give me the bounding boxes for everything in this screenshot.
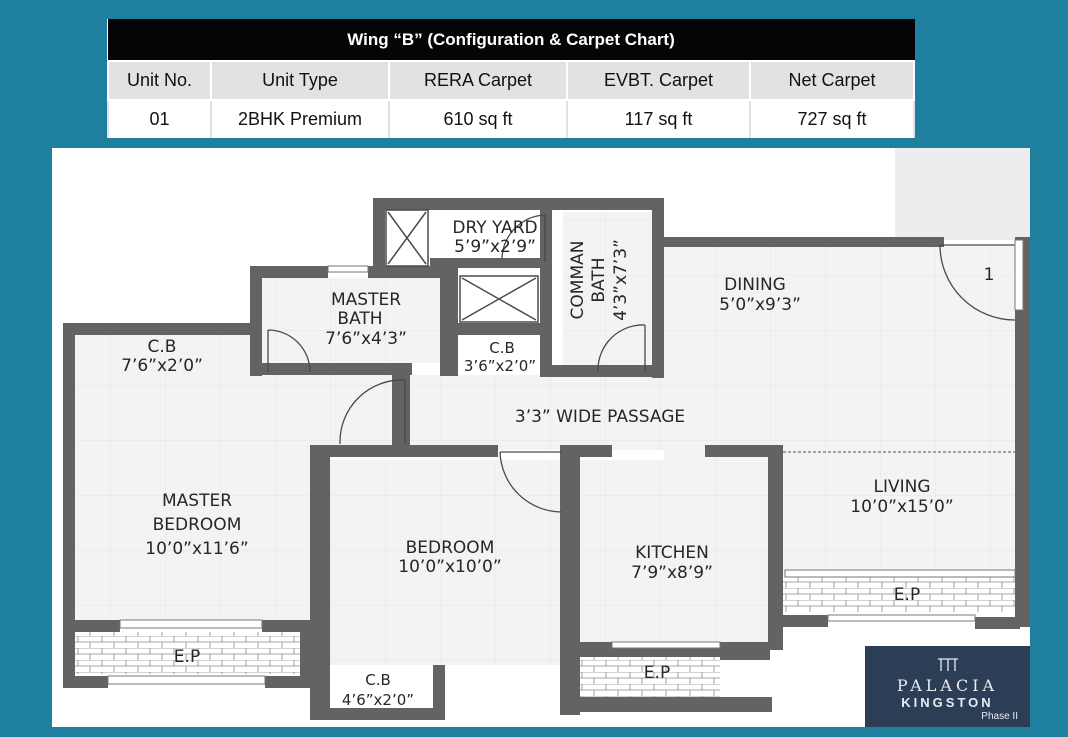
common-bath-size: 4’3”x7’3” — [611, 239, 631, 321]
living-name: LIVING — [873, 477, 930, 497]
header-evbt-carpet: EVBT. Carpet — [566, 60, 751, 101]
cb-bottom-name: C.B — [365, 671, 391, 689]
windows — [107, 239, 1024, 685]
master-bath-name-2: BATH — [337, 309, 382, 329]
palace-emblem-icon — [938, 658, 958, 671]
cb-middle-size: 3’6”x2’0” — [464, 357, 536, 375]
master-bath-name: MASTER — [331, 290, 401, 310]
floor-plan: DRY YARD 5’9”x2’9” COMMAN BATH 4’3”x7’3”… — [52, 148, 1030, 727]
unit-number-label: 1 — [984, 265, 995, 285]
cell-unit-type: 2BHK Premium — [210, 100, 390, 138]
cell-net-carpet: 727 sq ft — [749, 100, 915, 138]
ep-kitchen-label: E.P — [644, 663, 670, 683]
cb-bottom-size: 4’6”x2’0” — [342, 691, 414, 709]
logo-name: PALACIA — [896, 676, 999, 695]
common-bath-name-2: BATH — [589, 257, 609, 302]
logo-subtitle: KINGSTON — [901, 695, 994, 710]
palacia-kingston-logo: PALACIA KINGSTON Phase II — [865, 646, 1030, 727]
table-row: 01 2BHK Premium 610 sq ft 117 sq ft 727 … — [107, 100, 915, 138]
configuration-table: Wing “B” (Configuration & Carpet Chart) … — [107, 19, 915, 138]
cb-top-left-size: 7’6”x2’0” — [121, 356, 203, 376]
adjacent-marble-area — [895, 148, 1030, 240]
dining-size: 5’0”x9’3” — [719, 295, 801, 315]
passage-label: 3’3” WIDE PASSAGE — [515, 407, 685, 427]
floor-tiles — [75, 212, 1018, 665]
floor-plan-drawing: DRY YARD 5’9”x2’9” COMMAN BATH 4’3”x7’3”… — [63, 148, 1030, 720]
dry-yard-name: DRY YARD — [452, 218, 537, 238]
header-unit-no: Unit No. — [107, 60, 212, 101]
header-unit-type: Unit Type — [210, 60, 390, 101]
door-swings — [267, 214, 1016, 513]
header-rera-carpet: RERA Carpet — [388, 60, 568, 101]
ep-living-label: E.P — [894, 585, 920, 605]
bedroom-name: BEDROOM — [406, 538, 495, 558]
balcony-bricks — [75, 577, 1018, 697]
cell-unit-no: 01 — [107, 100, 212, 138]
table-header-row: Unit No. Unit Type RERA Carpet EVBT. Car… — [107, 60, 915, 101]
duct-shafts — [385, 209, 539, 323]
kitchen-size: 7’9”x8’9” — [631, 563, 713, 583]
cb-middle-name: C.B — [489, 339, 515, 357]
kitchen-name: KITCHEN — [635, 543, 709, 563]
header-net-carpet: Net Carpet — [749, 60, 915, 101]
bedroom-size: 10’0”x10’0” — [398, 557, 501, 577]
master-bath-size: 7’6”x4’3” — [325, 329, 407, 349]
cb-top-left-name: C.B — [148, 337, 177, 357]
master-bedroom-name-2: BEDROOM — [153, 515, 242, 535]
master-bedroom-size: 10’0”x11’6” — [145, 539, 248, 559]
living-size: 10’0”x15’0” — [850, 497, 953, 517]
master-bedroom-name: MASTER — [162, 491, 232, 511]
logo-phase: Phase II — [981, 711, 1018, 722]
common-bath-name: COMMAN — [568, 241, 588, 320]
dry-yard-size: 5’9”x2’9” — [454, 237, 536, 257]
table-title: Wing “B” (Configuration & Carpet Chart) — [107, 19, 915, 62]
ep-master-label: E.P — [174, 647, 200, 667]
dining-name: DINING — [724, 275, 786, 295]
cell-evbt-carpet: 117 sq ft — [566, 100, 751, 138]
cell-rera-carpet: 610 sq ft — [388, 100, 568, 138]
